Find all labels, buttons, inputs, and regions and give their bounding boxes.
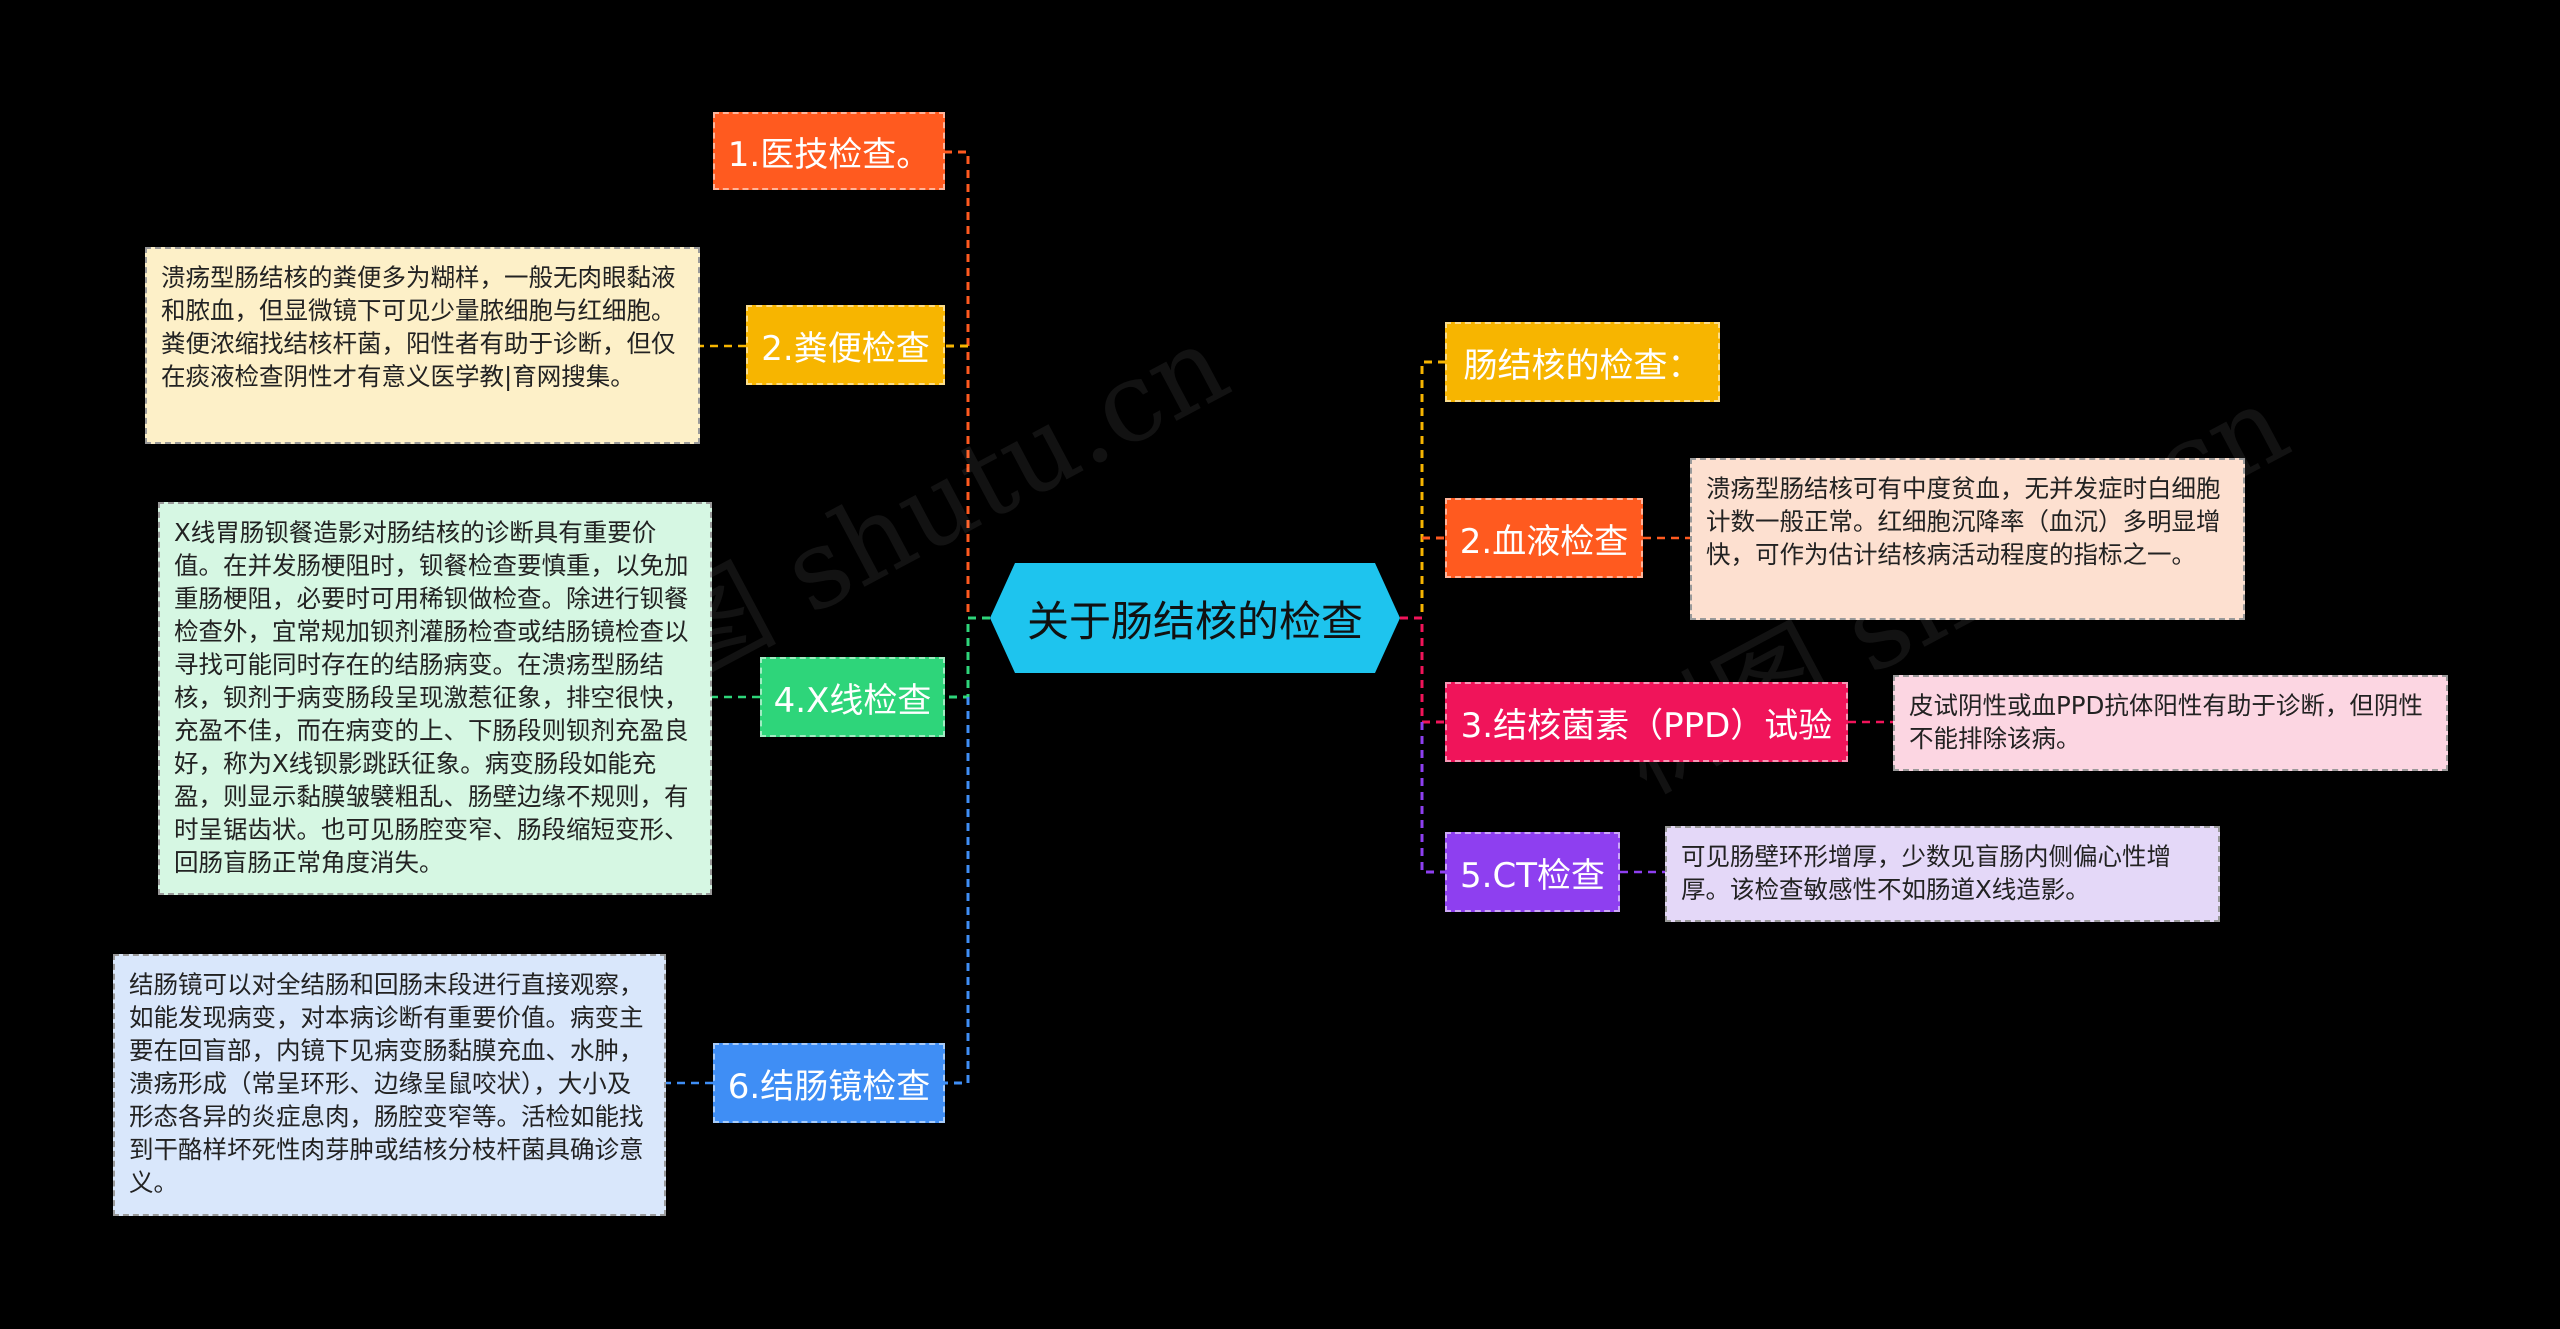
connector-r1 bbox=[1400, 360, 1445, 620]
note-colonoscopy-exam: 结肠镜可以对全结肠和回肠末段进行直接观察，如能发现病变，对本病诊断有重要价值。病… bbox=[113, 954, 666, 1216]
connector-r5 bbox=[1420, 722, 1445, 874]
node-ppd-test[interactable]: 3.结核菌素（PPD）试验 bbox=[1445, 682, 1848, 762]
connector-6 bbox=[945, 697, 970, 1085]
connector-4 bbox=[945, 616, 990, 699]
root-topic[interactable]: 关于肠结核的检查 bbox=[990, 563, 1400, 673]
node-tb-exam-heading[interactable]: 肠结核的检查： bbox=[1445, 322, 1720, 402]
note-stool-exam: 溃疡型肠结核的粪便多为糊样，一般无肉眼黏液和脓血，但显微镜下可见少量脓细胞与红细… bbox=[145, 247, 700, 444]
note-xray-exam: X线胃肠钡餐造影对肠结核的诊断具有重要价值。在并发肠梗阻时，钡餐检查要慎重，以免… bbox=[158, 502, 712, 895]
connector-r3 bbox=[1400, 616, 1445, 724]
node-ct-exam[interactable]: 5.CT检查 bbox=[1445, 832, 1620, 912]
connector-1 bbox=[945, 150, 990, 620]
note-blood-exam: 溃疡型肠结核可有中度贫血，无并发症时白细胞计数一般正常。红细胞沉降率（血沉）多明… bbox=[1690, 458, 2245, 620]
node-medical-tech-exam[interactable]: 1.医技检查。 bbox=[713, 112, 945, 190]
node-colonoscopy-exam[interactable]: 6.结肠镜检查 bbox=[713, 1043, 945, 1123]
node-stool-exam[interactable]: 2.粪便检查 bbox=[746, 305, 945, 385]
note-ppd-test: 皮试阴性或血PPD抗体阳性有助于诊断，但阴性不能排除该病。 bbox=[1893, 675, 2448, 771]
note-ct-exam: 可见肠壁环形增厚，少数见盲肠内侧偏心性增厚。该检查敏感性不如肠道X线造影。 bbox=[1665, 826, 2220, 922]
node-blood-exam[interactable]: 2.血液检查 bbox=[1445, 498, 1643, 578]
node-xray-exam[interactable]: 4.X线检查 bbox=[760, 657, 945, 737]
